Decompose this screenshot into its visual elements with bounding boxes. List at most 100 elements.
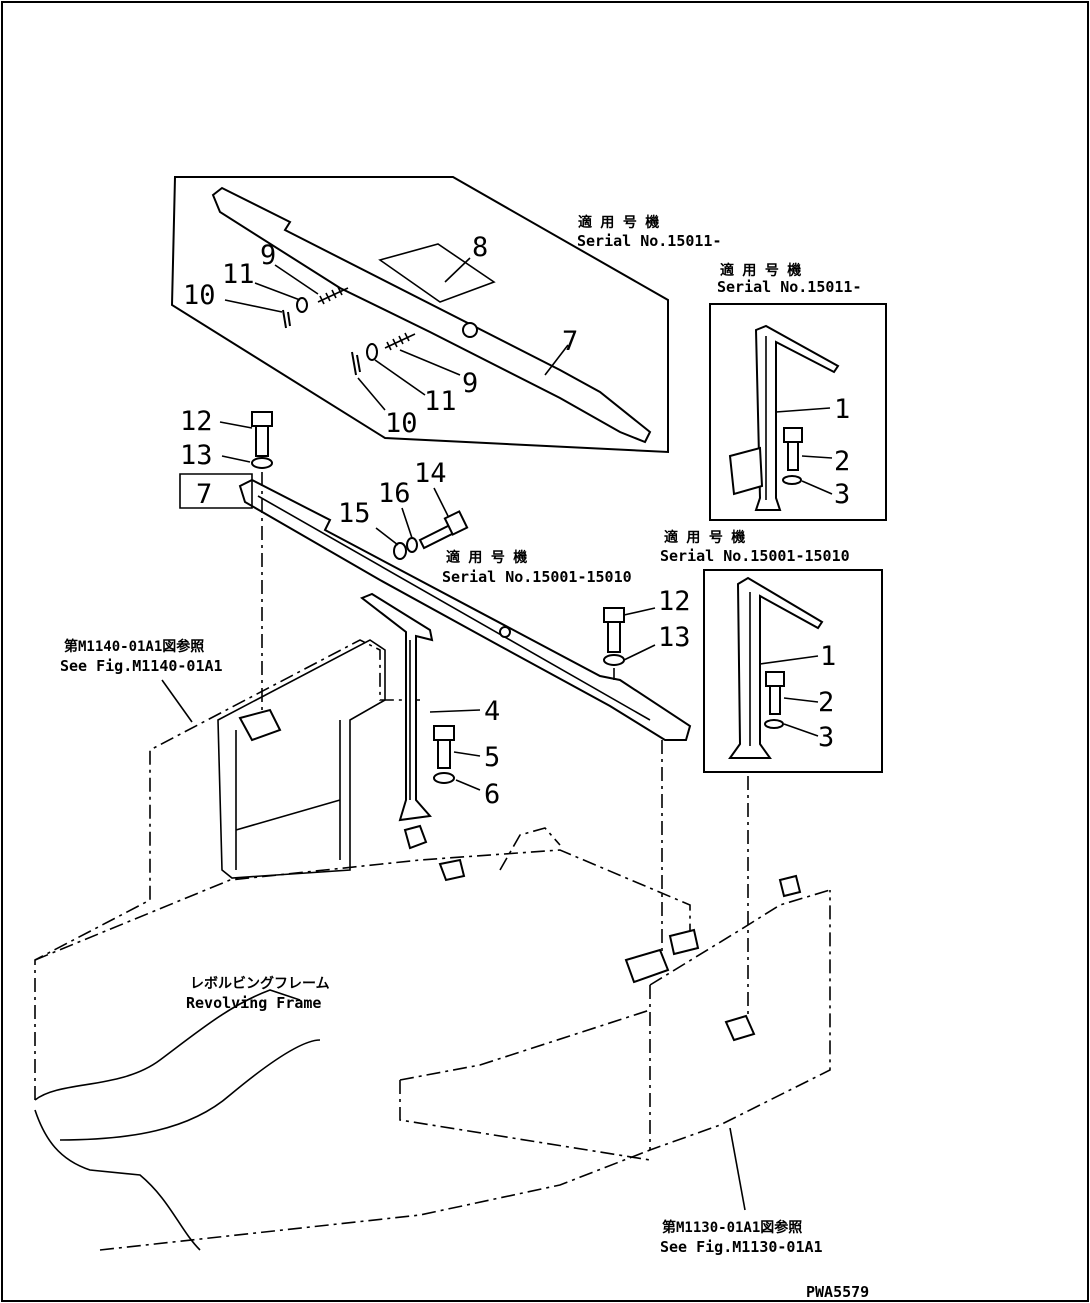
frame-contour-b [59,1039,321,1141]
washer-3a [782,475,802,485]
callout-13b: 13 [658,622,691,653]
leaders-12a-13a [219,421,253,463]
callout-16: 16 [378,478,411,509]
stay-1a [754,324,840,511]
main-assembly: 12 13 7 14 16 15 12 13 4 5 6 適 用 号 機 Ser… [34,406,869,1301]
ref-left: See Fig.M1140-01A1 [60,657,223,675]
bolt-12b-head [603,607,625,623]
leader-11a [254,282,301,301]
upper-right-serial: Serial No.15011- [717,278,862,296]
inset-upper-right-frame [709,303,887,521]
callout-3b: 3 [818,722,834,753]
callout-6: 6 [484,779,500,810]
plate-8-detail [378,243,496,303]
bar-7-main [238,478,692,741]
callout-12a: 12 [180,406,213,437]
upper-inset-serial-jp: 適 用 号 機 [578,214,659,231]
callout-11a: 11 [222,259,255,290]
washer-11a [296,297,308,313]
callout-7a: 7 [562,326,578,357]
bolt-12a-head [251,411,273,427]
callout-13a: 13 [180,440,213,471]
stay-1b [728,576,824,759]
frame-bottom-edge [99,1149,651,1251]
leader-ref-left [161,679,193,723]
washer-13b [603,654,625,666]
ref-bottom-jp: 第M1130-01A1図参照 [662,1219,802,1236]
bolt-5-shank [437,739,451,769]
pin-10b [351,351,361,376]
stay-4 [360,592,434,822]
frame-boss [499,827,561,871]
washer-11b [366,343,378,361]
stay-1a-plate [728,446,764,496]
frame-label: Revolving Frame [186,994,321,1012]
bolt-2b-head [765,671,785,687]
callout-4: 4 [484,696,500,727]
stay-4-mounts [403,824,466,882]
bolt-2a-shank [787,441,799,471]
washer-15 [393,542,407,560]
callout-10a: 10 [183,280,216,311]
inset-upper-bar: 適 用 号 機 Serial No.15011- 8 9 11 10 7 9 1… [170,176,722,454]
left-bracket [238,708,282,742]
mount-bracket-d [778,874,802,898]
callout-2a: 2 [834,446,850,477]
callout-2b: 2 [818,687,834,718]
inset-upper-frame [170,176,669,454]
callout-15: 15 [338,498,371,529]
leader-8 [444,257,471,283]
leader-11b [374,359,426,396]
bolt-12b-shank [607,621,621,653]
washer-3b [764,719,784,729]
inset-lower-right: 適 用 号 機 Serial No.15001-15010 1 2 3 [660,529,883,773]
frame-contour-c [34,1109,201,1251]
ref-left-jp: 第M1140-01A1図参照 [64,638,204,655]
leader-10b [357,377,386,411]
frame-right-top [649,889,831,986]
bar-7-detail [211,186,652,444]
main-serial: Serial No.15001-15010 [442,568,632,586]
leader-7a [544,344,569,376]
callout-7b: 7 [196,479,212,510]
lower-right-serial-jp: 適 用 号 機 [664,529,745,546]
callout-14: 14 [414,458,447,489]
lower-right-serial: Serial No.15001-15010 [660,547,850,565]
bolt-14-head [443,510,469,536]
bolt-hole-detail [462,322,478,338]
spring-9b [384,332,416,351]
callout-box-7 [179,473,253,509]
frame-right-box [649,890,831,1152]
callout-9a: 9 [260,240,276,271]
callout-9b: 9 [462,368,478,399]
pin-10a [282,309,291,329]
callout-10b: 10 [385,408,418,439]
bolt-2b-shank [769,685,781,715]
leaders-lower-right [759,655,819,737]
leader-9b [399,349,461,376]
callout-12b: 12 [658,586,691,617]
callout-3a: 3 [834,479,850,510]
washer-16 [406,537,418,553]
left-panel-frame [217,639,386,879]
bolt-5-head [433,725,455,741]
mount-bracket-c [724,1014,756,1042]
leader-10a [224,299,283,313]
mount-bracket-a [624,948,670,984]
bar-7-hole [499,626,511,638]
frame-floor-step [399,1009,651,1161]
leaders-14-15-16 [375,487,449,546]
upper-inset-serial: Serial No.15011- [577,232,722,250]
leader-9a [274,264,319,295]
washer-6 [433,772,455,784]
callout-1a: 1 [834,394,850,425]
main-serial-jp: 適 用 号 機 [446,549,527,566]
inset-upper-right: 適 用 号 機 Serial No.15011- 1 2 3 [709,262,887,521]
callout-11b: 11 [424,386,457,417]
leaders-4-5-6 [429,709,481,791]
frame-top-edge [34,849,691,961]
callout-1b: 1 [820,641,836,672]
bar-7-edge [257,495,651,721]
